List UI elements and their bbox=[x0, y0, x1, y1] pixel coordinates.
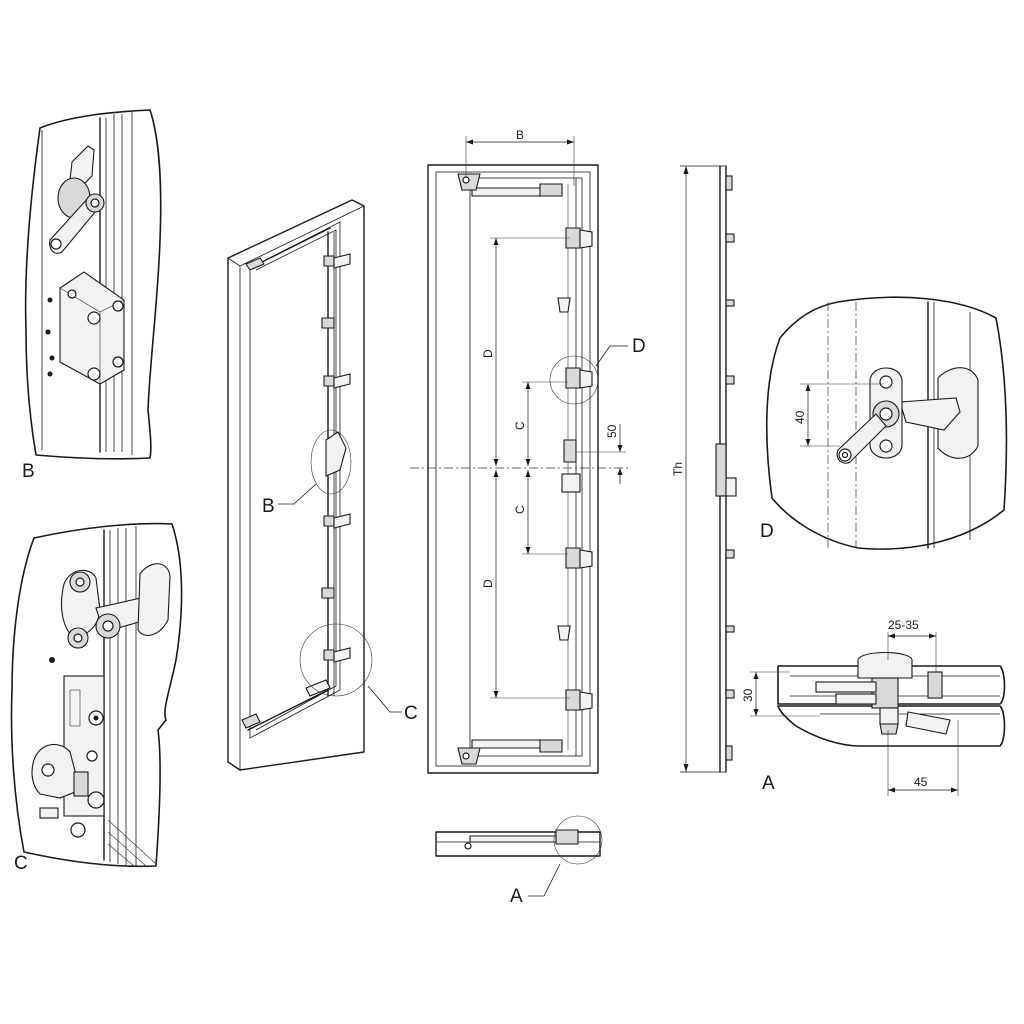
dim-width-b: B bbox=[516, 128, 524, 142]
callout-d: D bbox=[632, 336, 646, 357]
detail-label-b: B bbox=[22, 461, 35, 482]
dim-spacing-d-upper: D bbox=[481, 349, 495, 358]
detail-d-view bbox=[765, 296, 1008, 550]
dim-offset-50: 50 bbox=[605, 424, 619, 438]
detail-label-a: A bbox=[762, 773, 775, 794]
detail-label-d: D bbox=[760, 521, 774, 542]
dim-detail-a-depth: 30 bbox=[741, 688, 755, 702]
detail-label-c: C bbox=[14, 853, 28, 874]
dim-spacing-c-upper: C bbox=[513, 421, 527, 430]
detail-b-view bbox=[24, 109, 162, 460]
side-elevation-view bbox=[680, 165, 737, 773]
dim-detail-a-offset: 45 bbox=[914, 775, 928, 789]
detail-c-view bbox=[10, 522, 183, 868]
callout-b: B bbox=[262, 496, 275, 517]
dim-spacing-d-lower: D bbox=[481, 579, 495, 588]
front-elevation-view bbox=[410, 136, 630, 774]
detail-a-view bbox=[750, 632, 1006, 796]
dim-detail-d-spacing: 40 bbox=[793, 410, 807, 424]
bottom-section-view bbox=[435, 815, 603, 897]
callout-a: A bbox=[510, 886, 523, 907]
callout-c: C bbox=[404, 703, 418, 724]
dim-detail-a-range: 25-35 bbox=[888, 618, 919, 632]
perspective-frame-view bbox=[227, 199, 402, 771]
dim-total-height: Th bbox=[671, 462, 685, 476]
dim-spacing-c-lower: C bbox=[513, 505, 527, 514]
